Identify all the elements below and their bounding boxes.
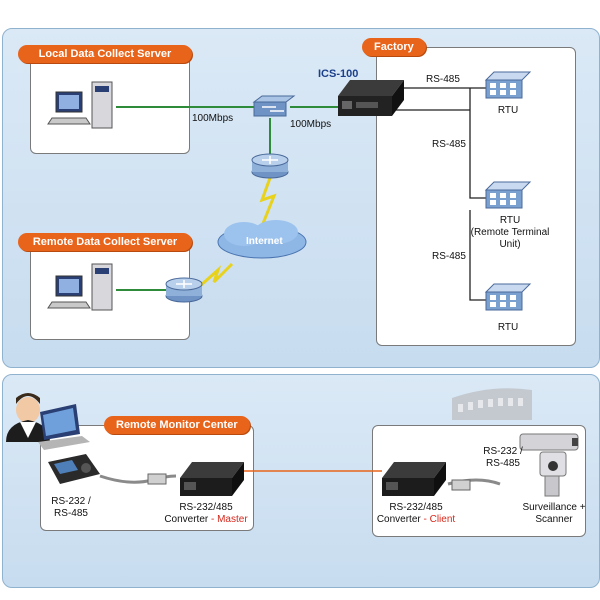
- colosseum-landmark-icon: [452, 388, 532, 420]
- left-interface-line2: RS-485: [54, 508, 88, 519]
- client-converter-label: RS-232/485 Converter - Client: [366, 502, 466, 526]
- camera-label-line2: Scanner: [535, 514, 573, 525]
- camera-label-line1: Surveillance +: [522, 502, 586, 513]
- rs485-label-bottom: RS-485: [432, 251, 466, 262]
- internet-cloud-icon: [217, 220, 307, 259]
- local-computer-icon: [47, 81, 113, 129]
- speed-label-left: 100Mbps: [192, 113, 234, 124]
- wireless-link-upper: [259, 177, 277, 227]
- db9-connector-right: [451, 479, 471, 491]
- client-converter-line2: Converter - Client: [366, 514, 466, 526]
- rtu-2-label-line1: RTU: [499, 215, 521, 226]
- ics-100-label: ICS-100: [318, 68, 359, 80]
- right-interface-label: RS-232 / RS-485: [478, 446, 528, 470]
- remote-computer-icon: [47, 263, 113, 311]
- rtu-2-icon: [484, 181, 532, 209]
- factory-box: [376, 47, 576, 346]
- master-converter-icon: [180, 462, 244, 496]
- right-interface-line2: RS-485: [486, 458, 520, 469]
- rs485-label-mid: RS-485: [432, 139, 466, 150]
- rtu-1-label: RTU: [497, 105, 519, 116]
- client-converter-prefix: Converter: [376, 514, 421, 525]
- ics-100-device-icon: [338, 80, 404, 116]
- network-switch-icon: [252, 95, 296, 117]
- master-converter-role: - Master: [208, 514, 248, 525]
- client-converter-icon: [382, 462, 446, 496]
- operator-person-icon: [6, 393, 50, 442]
- master-converter-line1: RS-232/485: [179, 502, 233, 513]
- internet-label: Internet: [246, 236, 283, 247]
- speed-label-right: 100Mbps: [290, 119, 332, 130]
- remote-server-title: Remote Data Collect Server: [18, 233, 192, 251]
- rs485-bus-lower: [469, 210, 486, 301]
- db9-connector-left: [147, 473, 167, 485]
- client-converter-role: - Client: [420, 514, 456, 525]
- surveillance-camera-icon: [519, 433, 579, 497]
- right-interface-line1: RS-232 /: [483, 446, 523, 457]
- left-interface-label: RS-232 / RS-485: [46, 496, 96, 520]
- rtu-3-icon: [484, 283, 532, 311]
- rtu-3-label: RTU: [497, 322, 519, 333]
- monitor-center-title: Remote Monitor Center: [104, 416, 250, 434]
- rtu-1-icon: [484, 71, 532, 99]
- router-upper-icon: [251, 153, 289, 179]
- rtu-2-label: RTU (Remote Terminal Unit): [470, 215, 550, 251]
- wireless-link-lower: [199, 262, 234, 288]
- left-interface-line1: RS-232 /: [51, 496, 91, 507]
- rs485-bus: [469, 110, 486, 199]
- master-converter-line2: Converter - Master: [156, 514, 256, 526]
- local-server-title: Local Data Collect Server: [18, 45, 192, 63]
- factory-title: Factory: [362, 38, 426, 56]
- master-converter-prefix: Converter: [164, 514, 209, 525]
- rtu-2-label-line3: Unit): [499, 239, 521, 250]
- camera-label: Surveillance + Scanner: [516, 502, 592, 526]
- controller-keypad-icon: [48, 454, 100, 484]
- client-converter-line1: RS-232/485: [389, 502, 443, 513]
- laptop-icon: [38, 404, 90, 450]
- router-lower-icon: [165, 277, 203, 303]
- rs485-label-top: RS-485: [426, 74, 460, 85]
- master-converter-label: RS-232/485 Converter - Master: [156, 502, 256, 526]
- rtu-2-label-line2: (Remote Terminal: [470, 227, 550, 238]
